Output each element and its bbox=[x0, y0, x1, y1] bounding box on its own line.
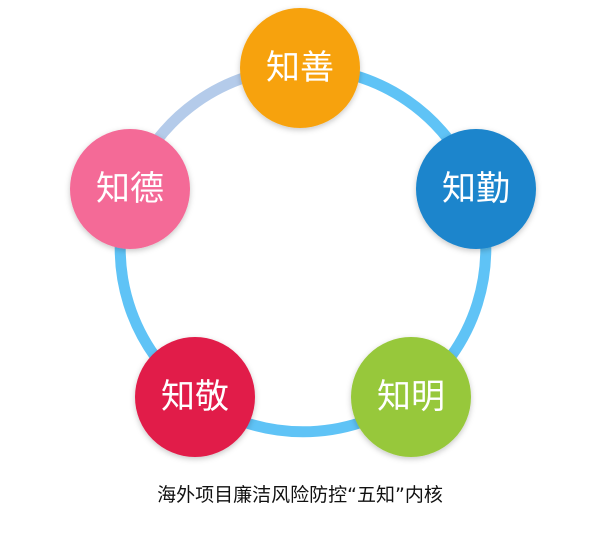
node-label: 知明 bbox=[377, 377, 445, 417]
node-label: 知德 bbox=[96, 169, 164, 209]
node-zhishan: 知善 bbox=[240, 8, 360, 128]
node-label: 知善 bbox=[266, 48, 334, 88]
node-zhide: 知德 bbox=[70, 129, 190, 249]
node-circle bbox=[135, 337, 255, 457]
node-circle bbox=[351, 337, 471, 457]
node-zhiming: 知明 bbox=[351, 337, 471, 457]
node-label: 知敬 bbox=[161, 377, 229, 417]
node-circle bbox=[240, 8, 360, 128]
node-circle bbox=[70, 129, 190, 249]
node-circle bbox=[416, 129, 536, 249]
node-zhijing: 知敬 bbox=[135, 337, 255, 457]
node-label: 知勤 bbox=[442, 169, 510, 209]
node-zhiqin: 知勤 bbox=[416, 129, 536, 249]
diagram-caption: 海外项目廉洁风险防控“五知”内核 bbox=[157, 484, 443, 506]
